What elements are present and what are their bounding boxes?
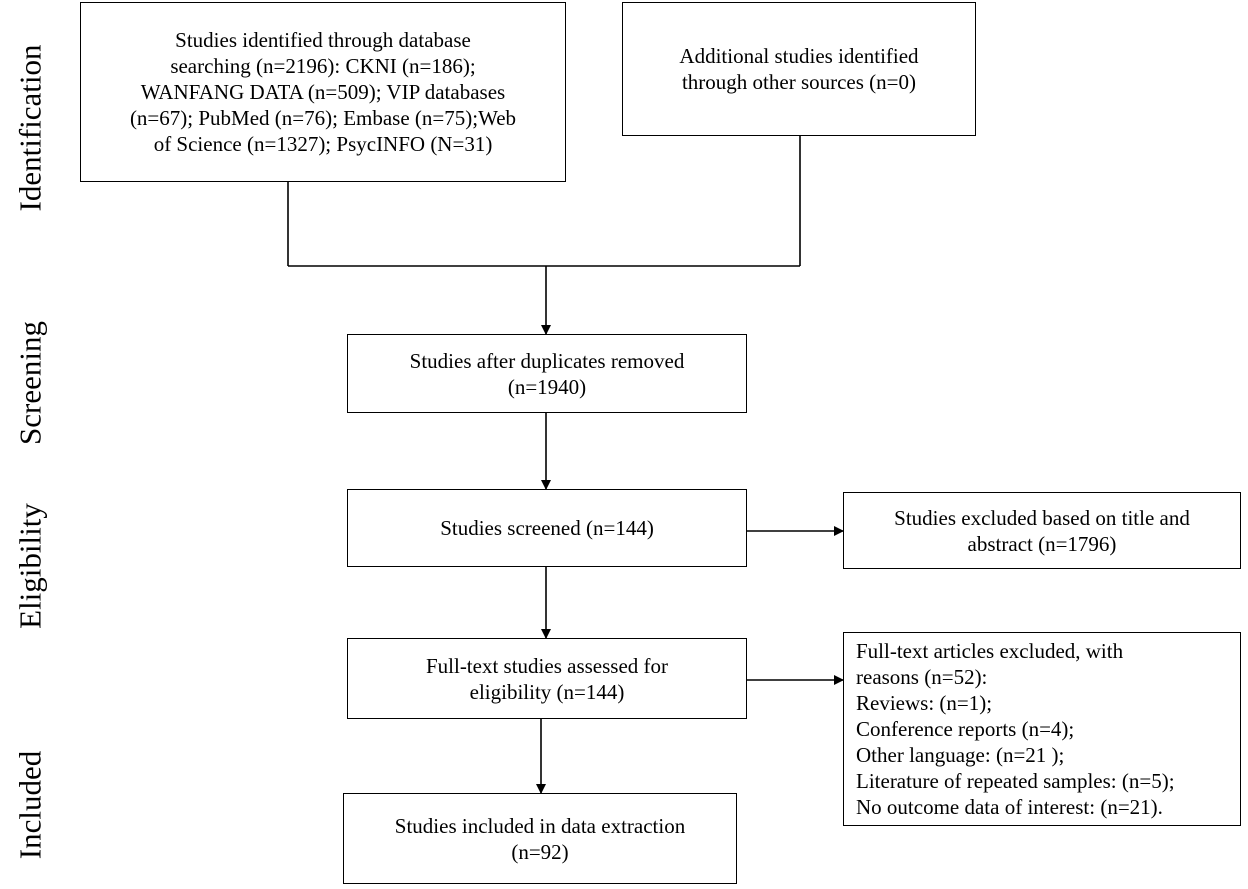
box-line: eligibility (n=144): [469, 679, 625, 704]
box-other-sources: Additional studies identified through ot…: [622, 2, 976, 136]
box-screened: Studies screened (n=144): [347, 489, 747, 567]
box-line: Studies included in data extraction: [394, 813, 686, 838]
box-line: Studies identified through database: [175, 28, 471, 52]
box-excluded-title: Studies excluded based on title and abst…: [843, 492, 1241, 569]
box-line: Studies screened (n=144): [440, 516, 654, 540]
box-line: Studies excluded based on title and: [894, 505, 1190, 530]
box-duplicates-removed: Studies after duplicates removed (n=1940…: [347, 334, 747, 413]
box-line: of Science (n=1327); PsycINFO (N=31): [153, 132, 493, 156]
box-line: WANFANG DATA (n=509); VIP databases: [140, 80, 506, 104]
box-line: Other language: (n=21 );: [856, 743, 1065, 767]
box-line: reasons (n=52):: [856, 665, 988, 689]
box-included-extraction: Studies included in data extraction (n=9…: [343, 793, 737, 884]
box-line: (n=67); PubMed (n=76); Embase (n=75);Web: [129, 106, 517, 130]
box-line: abstract (n=1796): [967, 531, 1117, 556]
box-database-search: Studies identified through database sear…: [80, 2, 566, 182]
box-line: Conference reports (n=4);: [856, 717, 1075, 741]
box-line: Full-text studies assessed for: [425, 653, 669, 678]
box-line: Reviews: (n=1);: [856, 691, 993, 715]
box-fulltext-excluded: Full-text articles excluded, with reason…: [843, 632, 1241, 826]
box-line: Full-text articles excluded, with: [856, 639, 1124, 663]
box-line: Studies after duplicates removed: [409, 348, 685, 373]
box-line: Additional studies identified: [679, 44, 919, 68]
box-line: (n=92): [511, 839, 569, 864]
box-line: through other sources (n=0): [681, 70, 917, 94]
box-fulltext-assessed: Full-text studies assessed for eligibili…: [347, 638, 747, 719]
box-line: Literature of repeated samples: (n=5);: [856, 769, 1175, 793]
box-line: No outcome data of interest: (n=21).: [856, 795, 1163, 819]
box-line: searching (n=2196): CKNI (n=186);: [170, 54, 476, 78]
box-line: (n=1940): [507, 374, 587, 399]
